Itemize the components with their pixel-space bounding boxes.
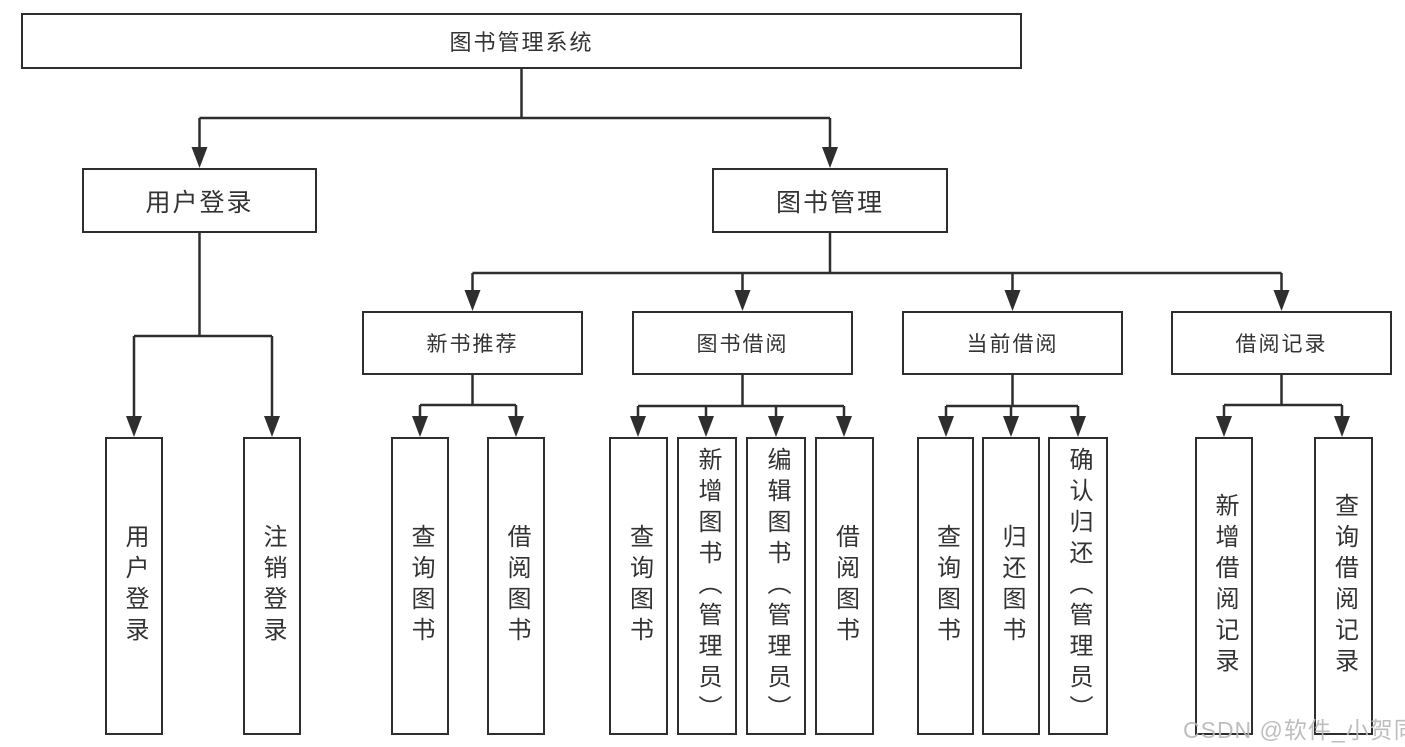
node-library-management-system: 图书管理系统 [21, 13, 1022, 69]
node-query-books-2: 查询图书 [609, 437, 668, 735]
node-query-books-3: 查询图书 [917, 437, 974, 735]
node-label: 图书管理系统 [449, 30, 594, 55]
node-label: 图书借阅 [696, 333, 789, 356]
node-user-login: 用户登录 [82, 168, 317, 233]
node-label: 借阅图书 [503, 524, 530, 648]
node-label: 借阅图书 [831, 524, 859, 648]
node-user-login-leaf: 用户登录 [105, 437, 163, 735]
node-confirm-return-admin: 确认归还（管理员） [1048, 437, 1108, 735]
node-borrow-books-1: 借阅图书 [487, 437, 545, 735]
node-label: 编辑图书（管理员） [763, 446, 790, 726]
node-label: 确认归还（管理员） [1065, 446, 1092, 726]
node-current-borrowing: 当前借阅 [902, 311, 1123, 375]
node-label: 新书推荐 [426, 333, 519, 356]
node-label: 当前借阅 [966, 333, 1059, 356]
node-label: 查询图书 [407, 524, 434, 648]
node-new-book-recommendation: 新书推荐 [362, 311, 583, 375]
watermark: CSDN @软件_小贺同学 [1183, 717, 1405, 743]
node-label: 用户登录 [121, 524, 148, 648]
node-label: 新增图书（管理员） [694, 446, 721, 726]
node-borrow-books-2: 借阅图书 [815, 437, 874, 735]
node-query-books-1: 查询图书 [391, 437, 449, 735]
node-label: 注销登录 [259, 524, 286, 648]
node-borrowing-records: 借阅记录 [1171, 311, 1392, 375]
node-label: 借阅记录 [1235, 333, 1328, 356]
node-label: 归还图书 [998, 524, 1025, 648]
node-label: 查询图书 [625, 524, 653, 648]
node-label: 查询借阅记录 [1330, 493, 1358, 679]
node-book-management: 图书管理 [712, 168, 948, 233]
connector-path [132, 69, 1344, 420]
arrowheads [126, 147, 1350, 437]
node-label: 新增借阅记录 [1211, 493, 1238, 679]
node-logout-leaf: 注销登录 [243, 437, 301, 735]
node-label: 图书管理 [775, 188, 884, 217]
node-query-borrow-record: 查询借阅记录 [1314, 437, 1373, 735]
node-add-book-admin: 新增图书（管理员） [677, 437, 737, 735]
node-book-borrowing: 图书借阅 [632, 311, 853, 375]
node-edit-book-admin: 编辑图书（管理员） [746, 437, 806, 735]
node-label: 查询图书 [932, 524, 960, 648]
node-add-borrow-record: 新增借阅记录 [1195, 437, 1253, 735]
node-label: 用户登录 [145, 188, 254, 217]
node-return-books: 归还图书 [982, 437, 1040, 735]
